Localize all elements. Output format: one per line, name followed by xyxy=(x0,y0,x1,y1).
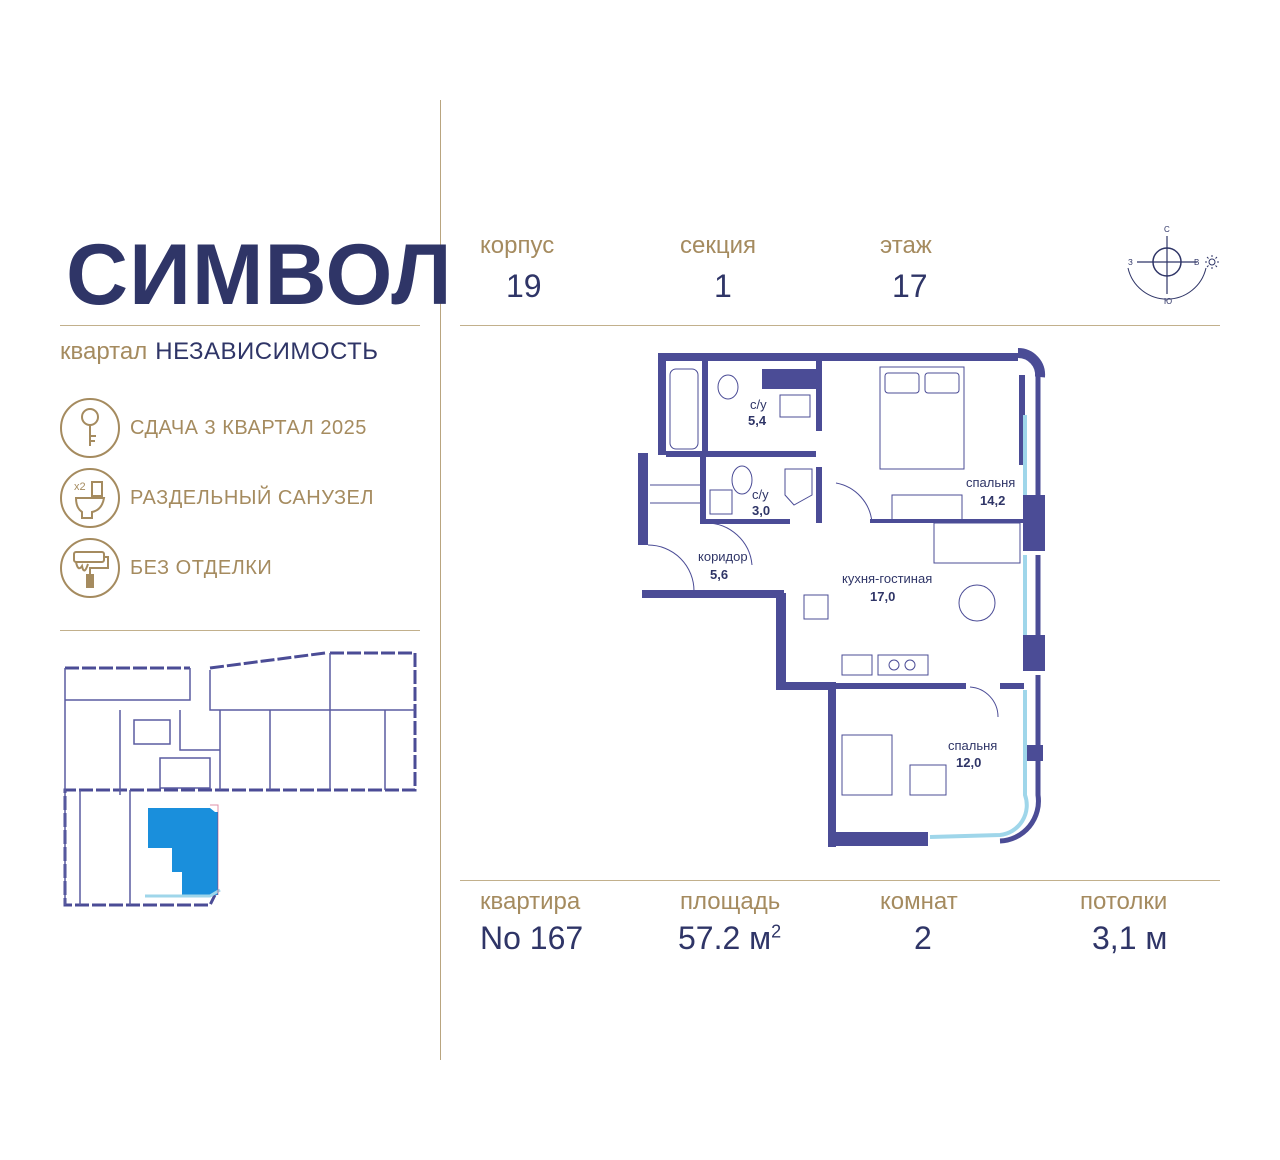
district-label: квартал xyxy=(60,338,148,365)
section-label: секция xyxy=(680,232,756,259)
bottom-divider xyxy=(460,880,1220,881)
apartment-label: квартира xyxy=(480,888,581,915)
compass-north: С xyxy=(1164,225,1170,234)
feature-bathroom: x2 РАЗДЕЛЬНЫЙ САНУЗЕЛ xyxy=(60,468,374,528)
room-kitchen-name: кухня-гостиная xyxy=(842,571,932,586)
feature-bathroom-label: РАЗДЕЛЬНЫЙ САНУЗЕЛ xyxy=(130,486,375,509)
features-divider xyxy=(60,630,420,631)
area-unit-sup: 2 xyxy=(771,921,782,942)
room-corridor-area: 5,6 xyxy=(710,567,728,582)
room-bedroom1-area: 14,2 xyxy=(980,493,1005,508)
compass-west: З xyxy=(1128,258,1133,267)
floor-plan: с/у 5,4 с/у 3,0 спальня 14,2 коридор 5,6… xyxy=(638,347,1046,847)
sun-icon xyxy=(1205,255,1219,269)
floor-label: этаж xyxy=(880,232,932,259)
svg-text:x2: x2 xyxy=(74,481,86,493)
room-wc1-name: с/у xyxy=(750,397,767,412)
top-divider xyxy=(460,325,1220,326)
toilet-x2-icon: x2 xyxy=(60,468,120,528)
building-keyplan xyxy=(63,651,417,907)
rooms-value: 2 xyxy=(914,920,932,956)
brand-logo: СИМВОЛ xyxy=(66,227,453,323)
section-value: 1 xyxy=(714,268,732,304)
area-value-group: 57.2 м2 xyxy=(678,920,781,957)
room-corridor-name: коридор xyxy=(698,549,748,564)
rooms-label: комнат xyxy=(880,888,958,915)
feature-finish: БЕЗ ОТДЕЛКИ xyxy=(60,538,272,598)
ceiling-value: 3,1 м xyxy=(1092,920,1168,956)
compass-south: Ю xyxy=(1164,297,1172,306)
building-label: корпус xyxy=(480,232,555,259)
room-bedroom2-area: 12,0 xyxy=(956,755,981,770)
building-value: 19 xyxy=(506,268,542,304)
compass-east: В xyxy=(1194,258,1199,267)
paint-roller-icon xyxy=(60,538,120,598)
area-value: 57.2 м xyxy=(678,920,772,956)
district-name: НЕЗАВИСИМОСТЬ xyxy=(155,338,379,365)
key-icon xyxy=(60,398,120,458)
apartment-value: No 167 xyxy=(480,920,584,956)
room-bedroom1-name: спальня xyxy=(966,475,1015,490)
room-wc1-area: 5,4 xyxy=(748,413,767,428)
room-bedroom2-name: спальня xyxy=(948,738,997,753)
room-wc2-area: 3,0 xyxy=(752,503,770,518)
room-kitchen-area: 17,0 xyxy=(870,589,895,604)
compass-icon: С Ю З В xyxy=(1127,225,1219,306)
feature-finish-label: БЕЗ ОТДЕЛКИ xyxy=(130,556,273,579)
ceiling-label: потолки xyxy=(1080,888,1168,915)
vertical-divider xyxy=(440,100,441,1060)
room-wc2-name: с/у xyxy=(752,487,769,502)
feature-delivery: СДАЧА 3 КВАРТАЛ 2025 xyxy=(60,398,367,458)
area-label: площадь xyxy=(680,888,781,915)
feature-delivery-label: СДАЧА 3 КВАРТАЛ 2025 xyxy=(130,416,367,439)
district: квартал НЕЗАВИСИМОСТЬ xyxy=(60,338,379,366)
logo-divider xyxy=(60,325,420,326)
floor-value: 17 xyxy=(892,268,928,304)
